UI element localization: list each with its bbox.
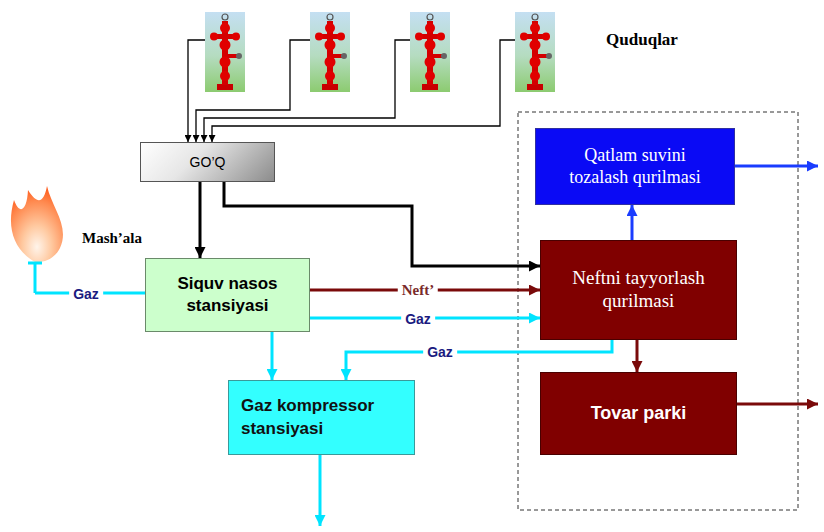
flare-label: Mash’ala: [78, 230, 146, 247]
node-text: Neftni tayyorlash qurilmasi: [571, 267, 706, 313]
treatment-box: Qatlam suvini tozalash qurilmasi: [535, 128, 735, 205]
water-outlet-arrow: [735, 165, 818, 168]
flow-label: Neft’: [398, 282, 438, 299]
well-icon: [410, 12, 450, 92]
flowline: [212, 40, 515, 142]
plant-boundary: [518, 112, 798, 510]
flow-connector: [631, 205, 634, 240]
process-box: Neftni tayyorlash qurilmasi: [540, 240, 737, 340]
separator-box: GO’Q: [140, 142, 275, 182]
area-label: Quduqlar: [602, 30, 682, 50]
well-icon: [310, 12, 350, 92]
oil-outlet-arrow: [737, 403, 818, 406]
node-text: Siquv nasos stansiyasi: [154, 273, 301, 317]
flowline: [204, 40, 410, 142]
flare-flame: [11, 186, 63, 262]
flow-label: Gaz: [401, 311, 435, 327]
well-icons: [205, 12, 555, 92]
node-text: Gaz kompressor stansiyasi: [241, 395, 404, 439]
node-text: Qatlam suvini tozalash qurilmasi: [558, 145, 712, 188]
flow-connector: [636, 340, 639, 372]
well-icon: [205, 12, 245, 92]
flow-connector: [199, 182, 202, 258]
well-flowlines: [188, 40, 515, 142]
flow-connector: [224, 182, 540, 266]
storage-box: Tovar parki: [540, 372, 737, 455]
flow-label: Gaz: [69, 286, 103, 302]
node-text: GO’Q: [190, 154, 226, 170]
flowline: [196, 40, 310, 142]
well-icon: [515, 12, 555, 92]
compressor-box: Gaz kompressor stansiyasi: [228, 380, 415, 455]
gas-outlet-arrow: [319, 455, 322, 526]
flow-label: Gaz: [423, 344, 457, 360]
node-text: Tovar parki: [591, 403, 687, 424]
pump-station-box: Siquv nasos stansiyasi: [145, 258, 310, 332]
flow-connector: [271, 332, 274, 380]
